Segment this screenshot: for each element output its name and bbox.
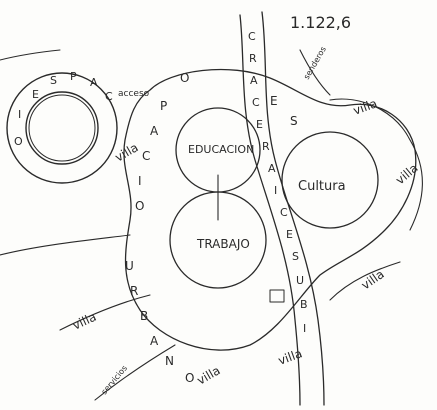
svg-text:A: A (150, 124, 159, 138)
svg-text:C: C (248, 30, 256, 43)
svg-text:C: C (142, 149, 150, 163)
svg-text:E: E (32, 88, 39, 101)
svg-text:C: C (105, 90, 113, 103)
svg-text:B: B (140, 309, 148, 323)
svg-text:C: C (280, 206, 288, 219)
svg-text:E: E (256, 118, 263, 131)
svg-text:B: B (300, 298, 308, 311)
svg-text:N: N (165, 354, 174, 368)
trabajo-label: TRABAJO (196, 237, 250, 251)
svg-text:S: S (292, 250, 299, 263)
svg-text:I: I (18, 108, 21, 121)
svg-text:R: R (249, 52, 257, 65)
svg-text:R: R (262, 140, 270, 153)
svg-text:S: S (290, 114, 298, 128)
svg-text:E: E (286, 228, 293, 241)
svg-text:A: A (90, 76, 98, 89)
svg-text:O: O (185, 371, 194, 385)
svg-text:I: I (138, 174, 142, 188)
svg-text:U: U (125, 259, 134, 273)
svg-text:R: R (130, 284, 138, 298)
svg-text:A: A (268, 162, 276, 175)
svg-text:C: C (252, 96, 260, 109)
svg-text:P: P (160, 99, 167, 113)
svg-text:O: O (180, 71, 189, 85)
svg-text:O: O (14, 135, 23, 148)
svg-text:A: A (150, 334, 159, 348)
svg-text:I: I (274, 184, 277, 197)
svg-text:S: S (50, 74, 57, 87)
cultura-label: Cultura (298, 179, 346, 194)
svg-text:I: I (303, 322, 306, 335)
svg-text:P: P (70, 70, 77, 83)
note-acceso: acceso (118, 89, 150, 99)
svg-text:E: E (270, 94, 278, 108)
svg-text:O: O (135, 199, 144, 213)
svg-text:U: U (296, 274, 304, 287)
scale-label: 1.122,6 (290, 13, 351, 32)
svg-text:A: A (250, 74, 258, 87)
educacion-label: EDUCACION (188, 143, 254, 156)
